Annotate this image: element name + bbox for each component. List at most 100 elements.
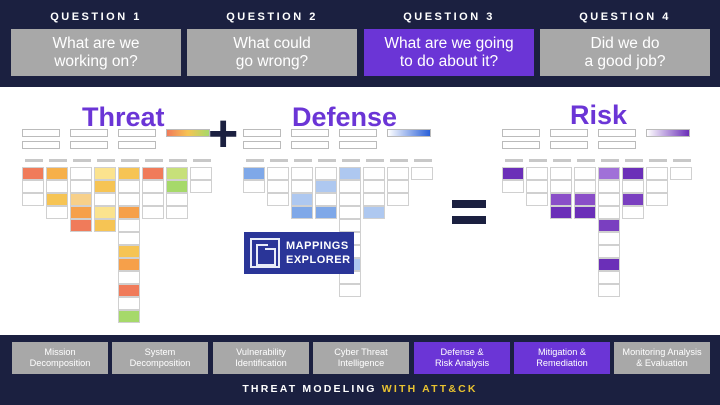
thumb-cell [363, 167, 385, 180]
thumb-field [550, 141, 588, 149]
question-2: QUESTION 2 What could go wrong? [187, 0, 357, 80]
thumb-cell [598, 284, 620, 297]
thumb-cell [387, 193, 409, 206]
thumb-cell [526, 167, 548, 180]
thumb-cell [315, 180, 337, 193]
thumb-field [243, 141, 281, 149]
thumb-cell [526, 180, 548, 193]
equals-sign-bottom [452, 216, 486, 224]
thumb-cell [387, 167, 409, 180]
thumb-cell [550, 206, 572, 219]
thumb-cell [291, 193, 313, 206]
question-number: QUESTION 2 [226, 11, 318, 23]
thumb-field [70, 129, 108, 137]
mappings-explorer-icon [250, 238, 280, 268]
thumb-col-header [577, 159, 595, 162]
thumb-cell [70, 219, 92, 232]
thumb-cell [94, 219, 116, 232]
thumb-cell [363, 206, 385, 219]
thumb-cell [598, 271, 620, 284]
thumb-cell [118, 297, 140, 310]
thumb-col-header [601, 159, 619, 162]
thumb-cell [46, 180, 68, 193]
equals-sign-top [452, 200, 486, 208]
step-cyber-threat-intelligence: Cyber Threat Intelligence [313, 342, 409, 374]
step-mission-decomposition: Mission Decomposition [12, 342, 108, 374]
thumb-cell [166, 167, 188, 180]
thumb-cell [502, 167, 524, 180]
thumb-field [22, 129, 60, 137]
thumb-cell [315, 206, 337, 219]
thumb-cell [574, 193, 596, 206]
step-defense-risk-analysis: Defense & Risk Analysis [414, 342, 510, 374]
thumb-field [291, 129, 329, 137]
thumb-col-header [270, 159, 288, 162]
content-panel: Threat Defense Risk [0, 87, 720, 335]
thumb-field [22, 141, 60, 149]
thumb-col-header [673, 159, 691, 162]
threat-matrix-thumbnail [22, 129, 212, 323]
thumb-cell [46, 206, 68, 219]
question-number: QUESTION 1 [50, 11, 142, 23]
thumb-cell [118, 206, 140, 219]
thumb-field [243, 129, 281, 137]
thumb-col-header [121, 159, 139, 162]
thumb-col-header [390, 159, 408, 162]
thumb-col-header [169, 159, 187, 162]
thumb-col-header [318, 159, 336, 162]
thumb-col-header [73, 159, 91, 162]
thumb-cell [118, 219, 140, 232]
thumb-col-header [414, 159, 432, 162]
thumb-legend [166, 129, 210, 137]
defense-matrix-thumbnail [243, 129, 443, 297]
thumb-col-header [529, 159, 547, 162]
thumb-field [598, 129, 636, 137]
question-text: What could go wrong? [187, 29, 357, 76]
thumb-cell [142, 193, 164, 206]
thumb-cell [550, 180, 572, 193]
thumb-cell [291, 180, 313, 193]
thumb-cell [118, 232, 140, 245]
thumb-cell [598, 193, 620, 206]
mappings-explorer-logo: MAPPINGS EXPLORER [244, 232, 354, 274]
threat-title: Threat [82, 102, 165, 132]
risk-title: Risk [570, 100, 628, 130]
footer-prefix: THREAT MODELING [242, 383, 382, 395]
thumb-legend [387, 129, 431, 137]
thumb-cell [166, 180, 188, 193]
thumb-cell [670, 167, 692, 180]
thumb-cell [387, 180, 409, 193]
thumb-cell [339, 193, 361, 206]
question-text: Did we do a good job? [540, 29, 710, 76]
thumb-cell [267, 180, 289, 193]
thumb-cell [622, 167, 644, 180]
thumb-field [339, 141, 377, 149]
question-4: QUESTION 4 Did we do a good job? [540, 0, 710, 80]
thumb-cell [243, 167, 265, 180]
thumb-cell [526, 193, 548, 206]
thumb-col-header [553, 159, 571, 162]
thumb-col-header [366, 159, 384, 162]
thumb-cell [46, 193, 68, 206]
thumb-col-header [193, 159, 211, 162]
thumb-cell [622, 180, 644, 193]
thumb-cell [142, 167, 164, 180]
thumb-col-header [246, 159, 264, 162]
thumb-cell [291, 167, 313, 180]
thumb-cell [339, 219, 361, 232]
thumb-col-header [649, 159, 667, 162]
thumb-cell [598, 206, 620, 219]
thumb-cell [118, 310, 140, 323]
thumb-cell [646, 193, 668, 206]
thumb-cell [267, 167, 289, 180]
thumb-cell [646, 180, 668, 193]
thumb-cell [363, 193, 385, 206]
thumb-cell [598, 258, 620, 271]
thumb-cell [166, 206, 188, 219]
thumb-cell [291, 206, 313, 219]
thumb-cell [118, 193, 140, 206]
thumb-cell [142, 206, 164, 219]
thumb-cell [190, 180, 212, 193]
thumb-cell [243, 180, 265, 193]
thumb-cell [339, 167, 361, 180]
